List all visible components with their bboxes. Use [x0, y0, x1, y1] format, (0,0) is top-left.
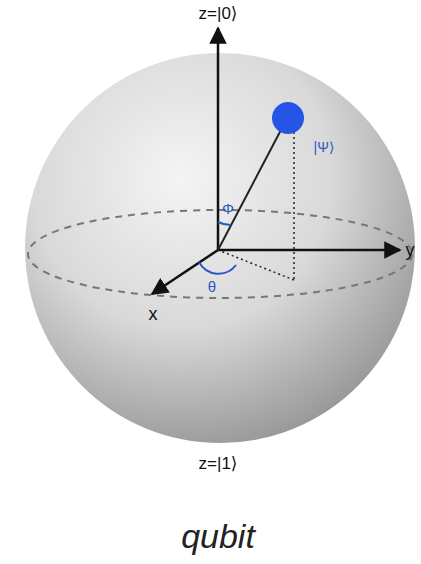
axis-label: z=|0⟩	[199, 5, 238, 22]
caption: qubit	[181, 519, 255, 553]
state-label: |Ψ⟩	[314, 140, 335, 154]
axis-label: y	[406, 241, 415, 259]
z-axis	[217, 28, 220, 250]
state-vector	[218, 128, 282, 250]
axis-label: z=|1⟩	[199, 455, 238, 472]
sphere	[25, 53, 415, 443]
axis-label: x	[149, 305, 158, 323]
theta-arc	[199, 262, 236, 274]
phi-arc	[218, 222, 231, 225]
equator	[28, 210, 412, 298]
angle-label: θ	[208, 279, 216, 294]
projection	[293, 132, 295, 280]
angle-label: Φ	[222, 201, 234, 216]
projection	[218, 250, 294, 280]
state-point	[272, 102, 304, 134]
y-axis	[218, 249, 400, 252]
